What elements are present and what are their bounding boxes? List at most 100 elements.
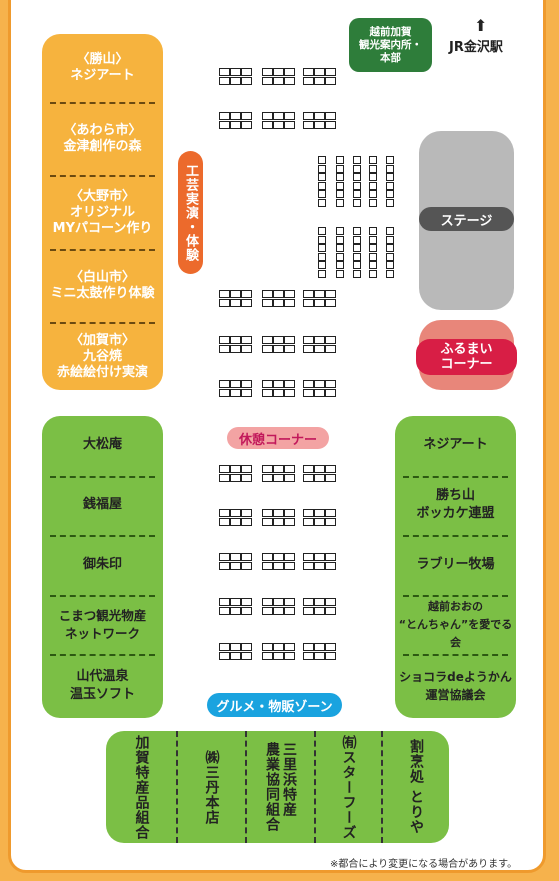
table-icon: [219, 562, 230, 570]
table-icon: [219, 652, 230, 660]
table-icon: [325, 290, 336, 298]
table-icon: [273, 652, 284, 660]
vendor-name: ㈱三丹本店: [203, 749, 220, 825]
right-stall[interactable]: ショコラdeようかん 運営協議会: [399, 670, 512, 702]
table-icon: [303, 121, 314, 129]
table-group: [219, 336, 252, 354]
table-group: [262, 68, 295, 86]
table-icon: [219, 290, 230, 298]
left-food-column: 大松庵 銭福屋 御朱印 こまつ観光物産 ネットワーク 山代温泉 温玉ソフト: [42, 416, 163, 718]
table-icon: [273, 299, 284, 307]
table-icon: [284, 121, 295, 129]
table-icon: [353, 235, 361, 244]
table-icon: [273, 290, 284, 298]
table-icon: [219, 121, 230, 129]
vendor-kaga[interactable]: 加賀特産品組合: [106, 731, 176, 843]
rest-corner-label[interactable]: 休憩コーナー: [227, 427, 329, 449]
table-icon: [325, 643, 336, 651]
workshop-kaga[interactable]: 〈加賀市〉 九谷焼 赤絵絵付け実演: [42, 323, 163, 390]
table-icon: [262, 509, 273, 517]
table-icon: [230, 518, 241, 526]
table-group: [303, 598, 336, 616]
table-icon: [336, 227, 344, 235]
table-icon: [303, 643, 314, 651]
table-icon: [325, 562, 336, 570]
table-column: [353, 227, 361, 279]
table-icon: [241, 290, 252, 298]
right-food-column: ネジアート 勝ち山 ボッカケ連盟 ラブリー牧場 越前おおの “とんちゃん”を愛で…: [395, 416, 516, 718]
table-icon: [369, 235, 377, 244]
table-icon: [314, 553, 325, 561]
table-icon: [314, 389, 325, 397]
table-group: [303, 643, 336, 661]
table-icon: [386, 261, 394, 269]
table-icon: [219, 509, 230, 517]
vendor-toriya[interactable]: 割烹処 とりや: [382, 731, 449, 843]
vendor-starfoods[interactable]: ㈲スターフーズ: [315, 731, 381, 843]
table-icon: [273, 77, 284, 85]
workshop-ono[interactable]: 〈大野市〉 オリジナル MYパコーン作り: [42, 176, 163, 249]
table-icon: [353, 198, 361, 207]
right-stall[interactable]: ラブリー牧場: [416, 557, 495, 572]
table-icon: [314, 68, 325, 76]
crafts-demo-label[interactable]: 工芸実演・体験: [178, 151, 203, 274]
table-icon: [219, 299, 230, 307]
bottom-vendor-row: 加賀特産品組合 ㈱三丹本店 三里浜特産農業協同組合 ㈲スターフーズ 割烹処 とり…: [106, 731, 449, 843]
table-icon: [303, 336, 314, 344]
table-icon: [325, 112, 336, 120]
right-stall[interactable]: 越前おおの “とんちゃん”を愛でる会: [398, 600, 513, 649]
table-icon: [262, 598, 273, 606]
workshop-hakusan[interactable]: 〈白山市〉 ミニ太鼓作り体験: [42, 250, 163, 322]
gourmet-zone-label[interactable]: グルメ・物販ゾーン: [207, 693, 342, 717]
vendor-santan[interactable]: ㈱三丹本店: [177, 731, 245, 843]
table-icon: [230, 299, 241, 307]
table-icon: [353, 164, 361, 173]
left-stall[interactable]: 御朱印: [82, 557, 122, 572]
left-stall[interactable]: こまつ観光物産 ネットワーク: [58, 608, 147, 641]
table-icon: [230, 562, 241, 570]
table-icon: [314, 336, 325, 344]
right-stall[interactable]: 勝ち山 ボッカケ連盟: [416, 488, 495, 521]
workshop-katsuyama[interactable]: 〈勝山〉 ネジアート: [42, 34, 163, 102]
table-icon: [273, 643, 284, 651]
table-icon: [219, 336, 230, 344]
arrow-up-icon: ⬆: [474, 16, 488, 35]
table-icon: [284, 553, 295, 561]
table-icon: [273, 562, 284, 570]
table-icon: [369, 252, 377, 261]
left-stall[interactable]: 山代温泉 温玉ソフト: [69, 669, 135, 702]
right-stall[interactable]: ネジアート: [423, 437, 488, 452]
table-icon: [325, 380, 336, 388]
workshop-area: 〈大野市〉: [69, 188, 135, 204]
table-icon: [230, 345, 241, 353]
table-column: [318, 156, 326, 208]
table-group: [303, 112, 336, 130]
table-icon: [262, 465, 273, 473]
vendor-nokyo[interactable]: 三里浜特産農業協同組合: [246, 731, 314, 843]
left-stall[interactable]: 銭福屋: [82, 497, 122, 512]
table-group: [219, 509, 252, 527]
table-group: [303, 465, 336, 483]
table-icon: [262, 299, 273, 307]
table-column: [336, 227, 344, 279]
table-column: [369, 227, 377, 279]
table-icon: [325, 598, 336, 606]
table-icon: [219, 77, 230, 85]
table-icon: [386, 227, 394, 235]
workshop-name: 九谷焼 赤絵絵付け実演: [56, 348, 148, 380]
left-stall[interactable]: 大松庵: [82, 437, 122, 452]
table-group: [262, 380, 295, 398]
table-icon: [284, 336, 295, 344]
info-center-box[interactable]: 越前加賀 観光案内所・ 本部: [349, 18, 432, 72]
table-icon: [353, 252, 361, 261]
table-icon: [386, 235, 394, 244]
table-icon: [262, 643, 273, 651]
table-icon: [325, 121, 336, 129]
table-icon: [318, 227, 326, 235]
table-icon: [241, 465, 252, 473]
workshop-awara[interactable]: 〈あわら市〉 金津創作の森: [42, 103, 163, 175]
table-icon: [219, 518, 230, 526]
table-icon: [314, 652, 325, 660]
stage-label: ステージ: [419, 207, 514, 231]
table-icon: [303, 607, 314, 615]
